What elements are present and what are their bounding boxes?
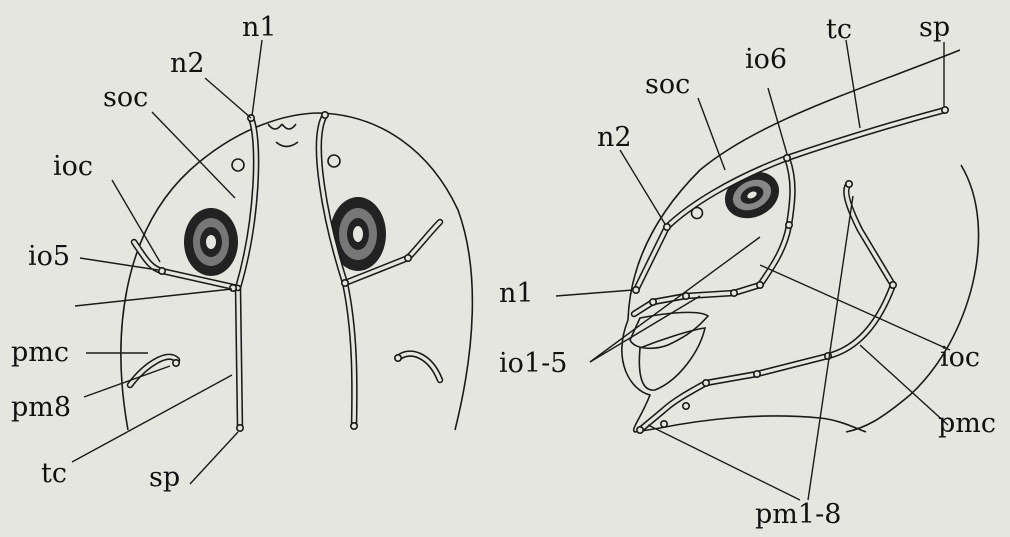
lateral-label-tc: tc (826, 14, 852, 45)
lateral-label-n1: n1 (499, 278, 534, 309)
dorsal-leader-lines (72, 40, 262, 484)
dorsal-eye-left (184, 208, 238, 276)
lateral-label-io1-5: io1-5 (499, 348, 567, 379)
dorsal-mouth-mark (276, 142, 298, 147)
dorsal-label-pm8: pm8 (11, 392, 71, 423)
dorsal-nostril-left (232, 159, 244, 171)
dorsal-label-sp: sp (149, 462, 180, 493)
dorsal-nostril-right (328, 155, 340, 167)
dorsal-label-n2: n2 (170, 48, 205, 79)
lateral-lower-lip (639, 328, 705, 390)
lateral-label-io6: io6 (745, 44, 787, 75)
dorsal-head-view: n1 n2 soc ioc io5 pmc pm8 tc sp (11, 12, 472, 493)
dorsal-label-soc: soc (103, 82, 148, 113)
lateral-label-sp: sp (919, 12, 950, 43)
dorsal-snout-mark-right (282, 124, 296, 129)
dorsal-canals-left (130, 118, 256, 428)
lateral-label-ioc: ioc (940, 342, 980, 373)
lateral-label-pm1-8: pm1-8 (755, 499, 841, 530)
lateral-label-pmc: pmc (938, 408, 996, 439)
dorsal-canals-right (319, 115, 440, 426)
dorsal-snout-mark-left (268, 124, 282, 129)
lateral-label-soc: soc (645, 69, 690, 100)
dorsal-label-pmc: pmc (11, 337, 69, 368)
dorsal-label-ioc: ioc (53, 151, 93, 182)
lateral-label-n2: n2 (597, 122, 632, 153)
dorsal-label-io5: io5 (28, 241, 70, 272)
lateral-leader-lines (556, 40, 950, 500)
lateral-head-view: sp tc io6 soc n2 n1 io1-5 ioc pmc pm1-8 (499, 12, 996, 530)
dorsal-label-tc: tc (41, 458, 67, 489)
dorsal-label-n1: n1 (242, 12, 277, 43)
